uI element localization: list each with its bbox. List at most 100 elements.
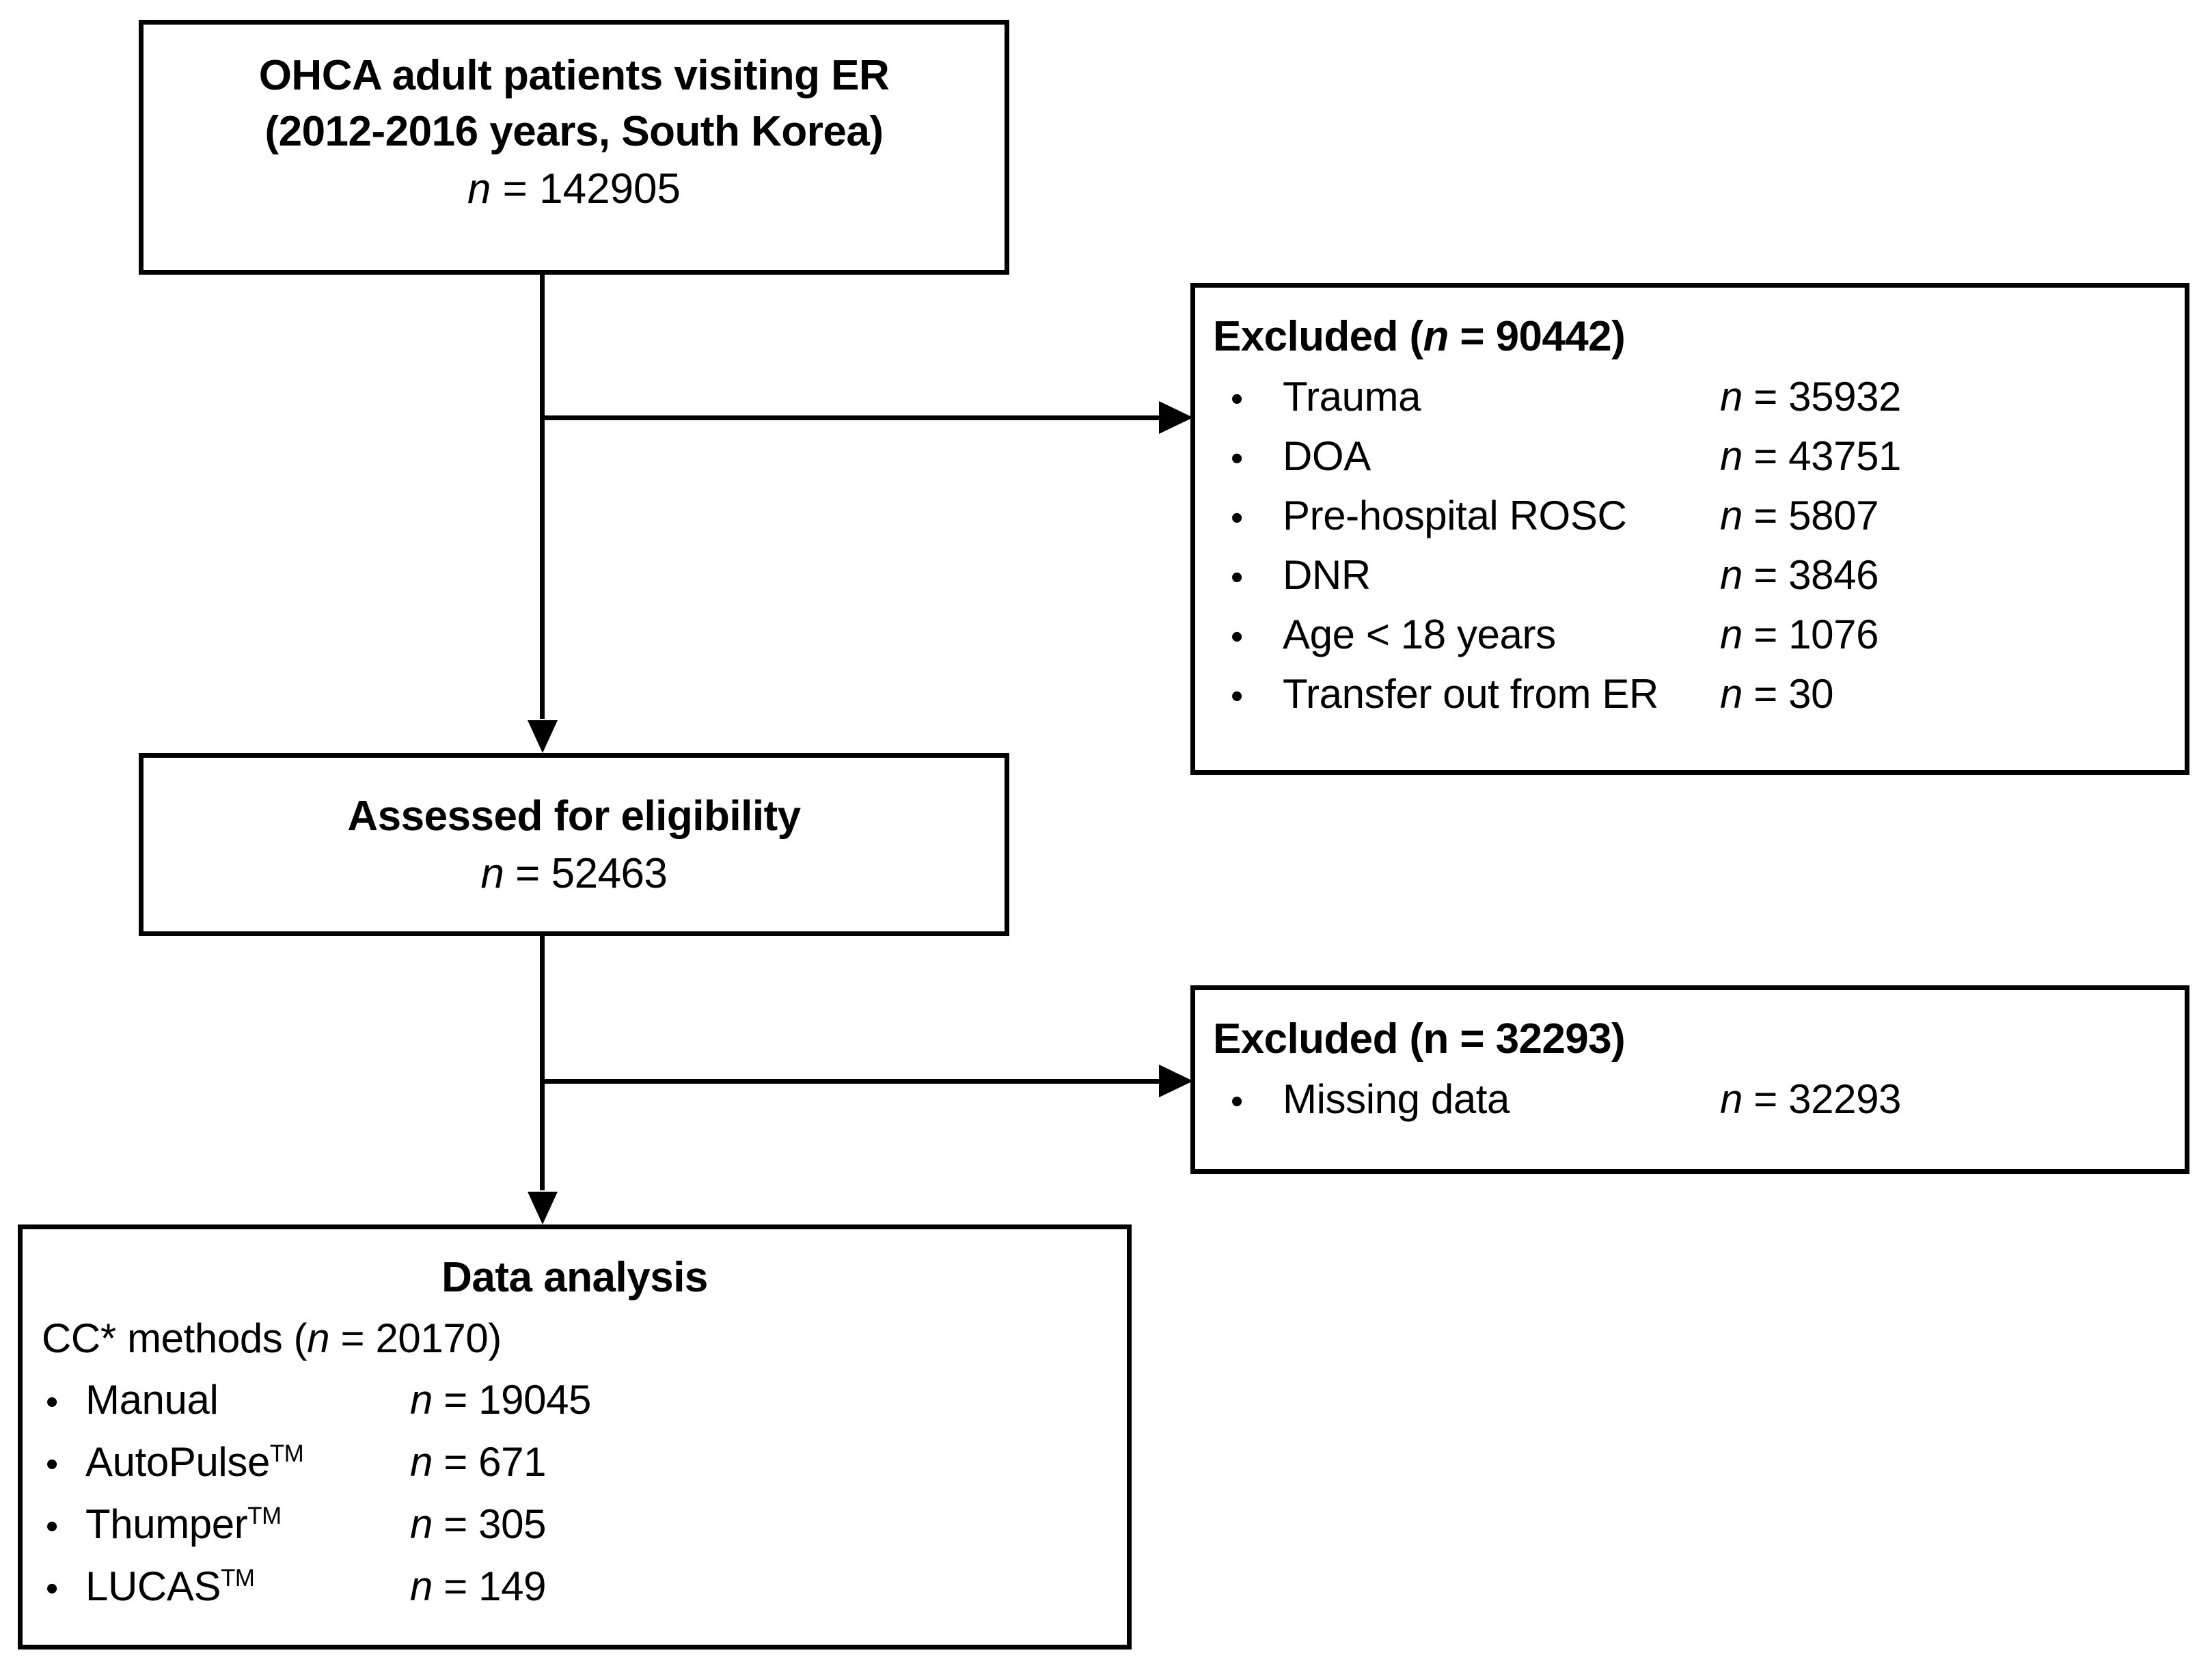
excluded-1-heading: Excluded (n = 90442)	[1213, 305, 2161, 368]
analysis-subtitle-post: )	[488, 1315, 502, 1361]
branch-to-excluded-1	[540, 415, 1162, 420]
n-eq: =	[1742, 612, 1789, 657]
excluded-1-heading-n: n	[1423, 313, 1449, 360]
trademark-superscript: TM	[269, 1440, 304, 1467]
branch-to-excluded-2	[540, 1079, 1162, 1084]
trademark-superscript: TM	[221, 1565, 255, 1591]
bullet-icon: •	[1231, 498, 1243, 538]
excluded-1-heading-eq: =	[1448, 313, 1496, 360]
bullet-icon: •	[46, 1569, 58, 1609]
bullet-icon: •	[1231, 676, 1243, 716]
box-excluded-first: Excluded (n = 90442) • Trauma n = 35932 …	[1190, 283, 2189, 775]
analysis-method-name-0: Manual	[85, 1377, 219, 1423]
list-item: • ThumperTM n = 305	[23, 1494, 1127, 1557]
excluded-1-n-4: n = 1076	[1720, 606, 1879, 663]
n-symbol: n	[1720, 552, 1743, 598]
eligible-title: Assessed for eligibility	[347, 793, 801, 840]
box-excluded-second: Excluded (n = 32293) • Missing data n = …	[1190, 985, 2189, 1174]
n-symbol: n	[1720, 433, 1743, 479]
analysis-subtitle-pre: CC* methods (	[42, 1315, 308, 1361]
bullet-icon: •	[46, 1382, 58, 1422]
arrowhead-excluded-1	[1159, 401, 1193, 434]
list-item: • Manual n = 19045	[23, 1370, 1127, 1432]
n-symbol: n	[410, 1377, 433, 1423]
n-value: 19045	[478, 1377, 592, 1423]
excluded-2-n-0: n = 32293	[1720, 1071, 1901, 1128]
analysis-subtitle-value: 20170	[375, 1315, 489, 1361]
n-value: 3846	[1788, 552, 1879, 598]
n-eq: =	[1742, 1076, 1789, 1122]
analysis-subtitle-eq: =	[329, 1315, 376, 1361]
list-item: • Pre-hospital ROSC n = 5807	[1213, 487, 2161, 547]
source-n-symbol: n	[467, 165, 491, 213]
n-symbol: n	[1720, 671, 1743, 717]
analysis-n-1: n = 671	[410, 1432, 546, 1492]
analysis-label-0: Manual	[85, 1370, 410, 1430]
list-item: • Missing data n = 32293	[1213, 1071, 2161, 1130]
n-value: 43751	[1788, 433, 1902, 479]
analysis-method-name-1: AutoPulse	[85, 1439, 270, 1485]
source-line-2: (2012-2016 years, South Korea)	[264, 108, 884, 155]
list-item: • Age < 18 years n = 1076	[1213, 606, 2161, 666]
list-item: • Transfer out from ER n = 30	[1213, 666, 2161, 725]
n-value: 305	[478, 1501, 547, 1547]
n-symbol: n	[1720, 493, 1743, 538]
list-item: • AutoPulseTM n = 671	[23, 1432, 1127, 1494]
excluded-1-label-5: Transfer out from ER	[1283, 671, 1658, 717]
excluded-1-label-1: DOA	[1283, 433, 1371, 479]
n-eq: =	[1742, 374, 1789, 420]
excluded-1-n-3: n = 3846	[1720, 547, 1879, 604]
n-value: 5807	[1788, 493, 1879, 538]
excluded-1-n-1: n = 43751	[1720, 428, 1901, 485]
list-item: • Trauma n = 35932	[1213, 368, 2161, 428]
analysis-n-3: n = 149	[410, 1557, 546, 1617]
excluded-1-n-2: n = 5807	[1720, 487, 1879, 545]
eligible-n-value: 52463	[551, 850, 668, 897]
excluded-1-label-3: DNR	[1283, 552, 1371, 598]
n-eq: =	[432, 1439, 479, 1485]
n-eq: =	[432, 1377, 479, 1423]
n-value: 30	[1788, 671, 1834, 717]
analysis-label-1: AutoPulseTM	[85, 1432, 410, 1492]
source-line-1: OHCA adult patients visiting ER	[258, 52, 890, 99]
excluded-1-label-2: Pre-hospital ROSC	[1283, 493, 1627, 538]
excluded-1-n-5: n = 30	[1720, 666, 1834, 723]
excluded-2-heading: Excluded (n = 32293)	[1213, 1015, 1626, 1063]
eligible-n: n = 52463	[144, 845, 1005, 903]
analysis-n-2: n = 305	[410, 1494, 546, 1555]
bullet-icon: •	[46, 1507, 58, 1546]
n-value: 1076	[1788, 612, 1879, 657]
eligible-n-symbol: n	[480, 850, 504, 897]
excluded-2-label-0: Missing data	[1283, 1076, 1510, 1122]
arrow-to-data-analysis	[528, 1192, 558, 1224]
n-value: 32293	[1788, 1076, 1902, 1122]
source-n-eq: =	[491, 165, 540, 213]
trunk-segment-upper	[540, 275, 545, 719]
n-symbol: n	[1720, 612, 1743, 657]
analysis-method-name-2: Thumper	[85, 1501, 248, 1547]
arrow-to-eligibility	[528, 720, 558, 753]
n-value: 671	[478, 1439, 547, 1485]
analysis-method-name-3: LUCAS	[85, 1563, 221, 1609]
bullet-icon: •	[1231, 558, 1243, 597]
n-eq: =	[1742, 671, 1789, 717]
analysis-label-2: ThumperTM	[85, 1494, 410, 1555]
n-eq: =	[1742, 493, 1789, 538]
box-data-analysis: Data analysis CC* methods (n = 20170) • …	[18, 1224, 1132, 1650]
arrowhead-excluded-2	[1159, 1065, 1193, 1097]
box-source-population: OHCA adult patients visiting ER (2012-20…	[139, 20, 1009, 275]
n-value: 149	[478, 1563, 547, 1609]
bullet-icon: •	[1231, 1082, 1243, 1121]
n-symbol: n	[1720, 1076, 1743, 1122]
excluded-1-heading-prefix: Excluded (	[1213, 313, 1423, 360]
bullet-icon: •	[1231, 617, 1243, 657]
excluded-1-heading-value: 90442	[1495, 313, 1612, 360]
n-eq: =	[1742, 552, 1789, 598]
bullet-icon: •	[1231, 439, 1243, 478]
n-value: 35932	[1788, 374, 1902, 420]
n-eq: =	[432, 1563, 479, 1609]
n-eq: =	[432, 1501, 479, 1547]
trunk-segment-lower	[540, 936, 545, 1190]
list-item: • DNR n = 3846	[1213, 547, 2161, 606]
